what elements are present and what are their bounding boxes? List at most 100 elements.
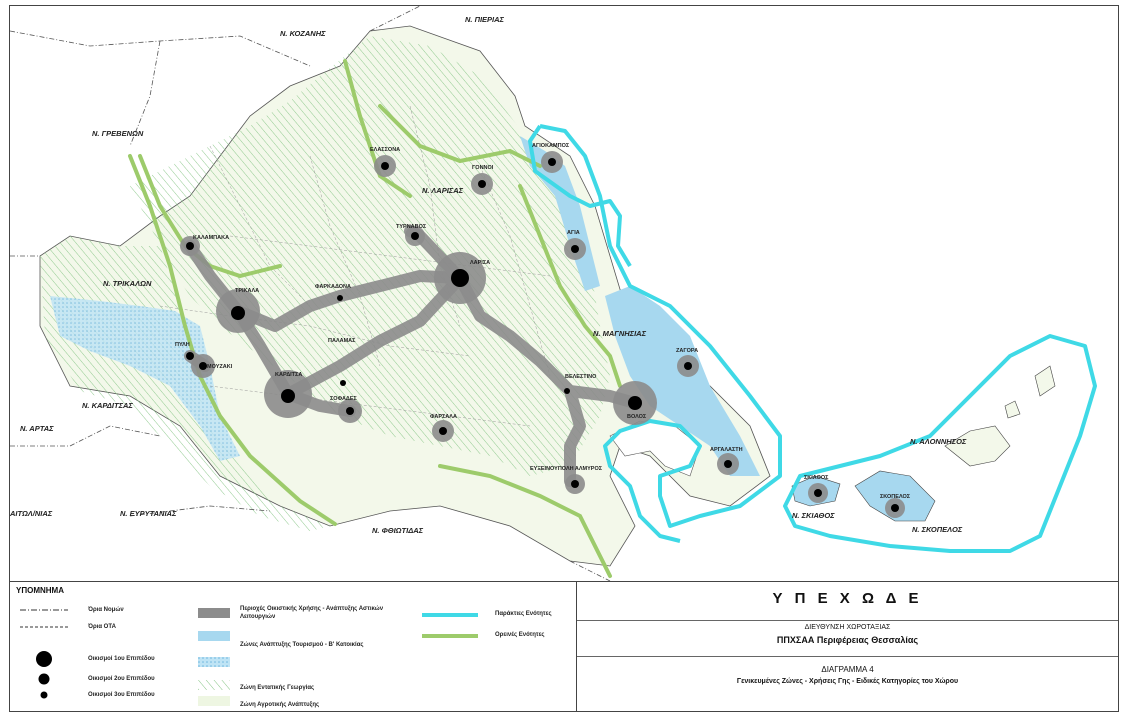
settlement-sofades	[346, 407, 354, 415]
legend-tourism-dotted-swatch	[198, 654, 230, 667]
settlements	[186, 158, 899, 512]
legend-tourism-swatch	[198, 631, 230, 641]
settlement-tyrnavos	[411, 232, 419, 240]
label-trikala: Ν. ΤΡΙΚΑΛΩΝ	[103, 279, 152, 288]
legend-tier3: Οικισμοί 3ου Επιπέδου	[88, 692, 155, 698]
settlement-skopelos	[891, 504, 899, 512]
settlement-velestino	[564, 388, 570, 394]
legend-ota-bounds: Όρια ΟΤΑ	[88, 624, 116, 630]
intensive-agriculture-zone	[130, 36, 610, 476]
label-skopelos: Ν. ΣΚΟΠΕΛΟΣ	[912, 525, 963, 534]
label-zagora: ΖΑΓΟΡΑ	[676, 348, 698, 354]
legend-mountain-line	[422, 634, 478, 638]
settlement-skiathos	[814, 489, 822, 497]
coastal-units	[528, 124, 1097, 553]
title-directorate: ΔΙΕΥΘΥΝΣΗ ΧΩΡΟΤΑΞΙΑΣ	[804, 624, 891, 631]
title-subtitle: Γενικευμένες Ζώνες - Χρήσεις Γης - Ειδικ…	[736, 678, 959, 685]
label-aitoloakarnania: ΑΙΤΩΛ/ΝΙΑΣ	[10, 509, 53, 518]
legend-tier1-dot-icon	[36, 651, 52, 667]
settlement-labels: ΕΛΑΣΣΟΝΑ ΓΟΝΝΟΙ ΑΓΙΟΚΑΜΠΟΣ ΤΥΡΝΑΒΟΣ ΚΑΛΑ…	[175, 143, 911, 500]
settlement-farkadona	[337, 295, 343, 301]
tourism-zone-pilio	[605, 286, 760, 476]
label-skopelos: ΣΚΟΠΕΛΟΣ	[880, 494, 911, 500]
title-diagram-number: 4	[869, 665, 874, 674]
label-skiathos: ΣΚΙΑΘΟΣ	[804, 475, 829, 481]
settlement-tier1-karditsa	[281, 389, 295, 403]
settlement-elassona	[381, 162, 389, 170]
label-kozani: Ν. ΚΟΖΑΝΗΣ	[280, 29, 326, 38]
settlement-agia	[571, 245, 579, 253]
label-magnisia: Ν. ΜΑΓΝΗΣΙΑΣ	[593, 329, 647, 338]
label-agia: ΑΓΙΑ	[567, 230, 580, 236]
legend-title: ΥΠΟΜΝΗΜΑ	[16, 586, 64, 595]
label-palamas: ΠΑΛΑΜΑΣ	[328, 338, 356, 344]
label-agiokampos: ΑΓΙΟΚΑΜΠΟΣ	[532, 143, 570, 149]
label-skiathos: Ν. ΣΚΙΑΘΟΣ	[792, 511, 835, 520]
legend-mountain: Ορεινές Ενότητες	[495, 632, 545, 638]
label-evrytania: Ν. ΕΥΡΥΤΑΝΙΑΣ	[120, 509, 177, 518]
label-farsala: ΦΑΡΣΑΛΑ	[430, 414, 457, 420]
legend-nomoi-line-icon	[20, 609, 68, 611]
urban-blobs	[180, 151, 905, 518]
legend-tier2-dot-icon	[38, 673, 50, 685]
settlement-pyli	[186, 352, 194, 360]
legend-tier3-dot-icon	[40, 691, 48, 699]
map-canvas: Ν. ΚΟΖΑΝΗΣ Ν. ΠΙΕΡΙΑΣ Ν. ΓΡΕΒΕΝΩΝ Ν. ΛΑΡ…	[10, 6, 1118, 581]
map-sheet: Ν. ΚΟΖΑΝΗΣ Ν. ΠΙΕΡΙΑΣ Ν. ΓΡΕΒΕΝΩΝ Ν. ΛΑΡ…	[9, 5, 1119, 712]
title-plan: ΠΠΧΣΑΑ Περιφέρειας Θεσσαλίας	[776, 635, 919, 645]
label-mouzaki: ΜΟΥΖΑΚΙ	[207, 364, 233, 370]
legend-coastal-line	[422, 613, 478, 617]
label-kalampaka: ΚΑΛΑΜΠΑΚΑ	[193, 235, 229, 241]
label-karditsa: ΚΑΡΔΙΤΣΑ	[275, 372, 302, 378]
tourism-zone-west	[50, 296, 240, 461]
label-larisa: ΛΑΡΙΣΑ	[470, 260, 490, 266]
title-separator-2	[577, 656, 1118, 657]
legend-tourism-zone: Ζώνες Ανάπτυξης Τουρισμού - Β' Κατοικίας	[240, 642, 364, 648]
island-small-1	[1034, 365, 1056, 397]
legend-intensive-agri-swatch	[198, 677, 230, 690]
settlement-gonnoi	[478, 180, 486, 188]
settlement-agiokampos	[548, 158, 556, 166]
title-separator-1	[577, 620, 1118, 621]
legend-intensive-agri: Ζώνη Εντατικής Γεωργίας	[240, 685, 315, 691]
label-argalasti: ΑΡΓΑΛΑΣΤΗ	[710, 447, 743, 453]
island-skopelos	[854, 470, 936, 522]
settlement-farsala	[439, 427, 447, 435]
label-arta: Ν. ΑΡΤΑΣ	[20, 424, 54, 433]
legend-coastal: Παράκτιες Ενότητες	[495, 611, 552, 617]
legend-urban-zone: Περιοχές Οικιστικής Χρήσης - Ανάπτυξης Α…	[240, 606, 384, 620]
label-velestino: ΒΕΛΕΣΤΙΝΟ	[565, 374, 597, 380]
prefecture-boundaries	[10, 6, 611, 581]
title-org: Υ Π Ε Χ Ω Δ Ε	[772, 590, 923, 607]
settlement-argalasti	[724, 460, 732, 468]
settlement-mouzaki	[199, 362, 207, 370]
label-trikala: ΤΡΙΚΑΛΑ	[235, 288, 259, 294]
island-alonnisos	[944, 425, 1011, 467]
label-almyros: ΕΥΞΕΙΝΟΥΠΟΛΗ ΑΛΜΥΡΟΣ	[530, 466, 603, 472]
settlement-palamas	[340, 380, 346, 386]
legend-agri-dev-swatch	[198, 696, 230, 706]
settlement-almyros	[571, 480, 579, 488]
title-diagram: ΔΙΑΓΡΑΜΜΑ 4	[577, 665, 1118, 674]
settlement-tier1-larisa	[451, 269, 469, 287]
label-elassona: ΕΛΑΣΣΟΝΑ	[370, 147, 400, 153]
label-sofades: ΣΟΦΑΔΕΣ	[330, 396, 358, 402]
label-karditsa: Ν. ΚΑΡΔΙΤΣΑΣ	[82, 401, 133, 410]
label-grevena: Ν. ΓΡΕΒΕΝΩΝ	[92, 129, 144, 138]
legend-urban-swatch	[198, 608, 230, 618]
settlement-tier1-trikala	[231, 306, 245, 320]
settlement-zagora	[684, 362, 692, 370]
map-legend: ΥΠΟΜΝΗΜΑ Όρια Νομών Όρια ΟΤΑ Οικισμοί 1ο…	[10, 581, 577, 711]
legend-tier2: Οικισμοί 2ου Επιπέδου	[88, 676, 155, 682]
title-diagram-prefix: ΔΙΑΓΡΑΜΜΑ	[821, 665, 867, 674]
label-tyrnavos: ΤΥΡΝΑΒΟΣ	[396, 224, 427, 230]
label-pyli: ΠΥΛΗ	[175, 342, 190, 348]
legend-agri-dev: Ζώνη Αγροτικής Ανάπτυξης	[240, 702, 320, 708]
island-small-2	[1004, 400, 1021, 419]
legend-ota-line-icon	[20, 626, 68, 628]
legend-nomoi-bounds: Όρια Νομών	[88, 607, 124, 613]
title-block: Υ Π Ε Χ Ω Δ Ε ΔΙΕΥΘΥΝΣΗ ΧΩΡΟΤΑΞΙΑΣ ΠΠΧΣΑ…	[577, 581, 1118, 711]
settlement-kalampaka	[186, 242, 194, 250]
legend-tier1: Οικισμοί 1ου Επιπέδου	[88, 656, 155, 662]
label-volos: ΒΟΛΟΣ	[627, 414, 647, 420]
